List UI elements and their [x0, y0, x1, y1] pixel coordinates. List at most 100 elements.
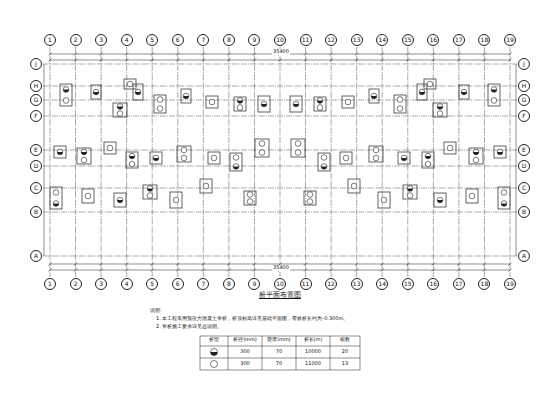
pile-cap — [50, 187, 62, 209]
dimension-tick — [304, 59, 307, 62]
axis-number: 8 — [227, 281, 231, 287]
pile — [461, 89, 467, 95]
dimension-tick — [100, 53, 103, 56]
axis-number: 5 — [150, 37, 154, 43]
pile-cap — [494, 146, 506, 158]
dimension-tick — [355, 263, 358, 266]
pile — [419, 89, 425, 95]
pile — [491, 87, 497, 93]
axis-line — [152, 47, 153, 277]
pile-cap — [378, 192, 390, 208]
pile-cap — [150, 152, 162, 164]
pile-cap — [77, 148, 91, 164]
axis-bubble: 2 — [70, 278, 82, 290]
dimension-tick — [227, 269, 230, 272]
axis-number: 13 — [353, 281, 361, 287]
dimension-tick — [330, 53, 333, 56]
axis-bubble: F — [518, 110, 530, 122]
dimension-tick — [125, 53, 128, 56]
dimension-tick — [125, 269, 128, 272]
dimension-tick — [253, 53, 256, 56]
dimension-tick — [406, 269, 409, 272]
dimension-tick — [227, 59, 230, 62]
axis-bubble: A — [30, 250, 42, 262]
axis-number: 17 — [455, 281, 463, 287]
pile-cap — [91, 85, 101, 99]
pile-cap — [82, 189, 94, 203]
axis-number: 2 — [74, 281, 78, 287]
dimension-tick — [202, 263, 205, 266]
axis-number: A — [34, 253, 38, 259]
dimension-tick — [483, 59, 486, 62]
axis-number: 7 — [201, 37, 205, 43]
pile-symbol-fill — [211, 352, 218, 356]
pile — [295, 141, 301, 147]
dimension-line — [50, 60, 510, 61]
axis-number: 15 — [404, 37, 412, 43]
pile — [261, 101, 267, 107]
axis-number: 2 — [74, 37, 78, 43]
axis-bubble: 12 — [325, 278, 337, 290]
pile-fill — [461, 92, 467, 95]
pile — [129, 153, 135, 159]
axis-bubble: C — [518, 182, 530, 194]
table-cell: 桩径(mm) — [228, 337, 262, 343]
pile — [233, 164, 239, 170]
pile — [233, 155, 239, 161]
axis-number: 3 — [99, 281, 103, 287]
axis-bubble: 3 — [95, 278, 107, 290]
pile-cap — [394, 95, 406, 113]
pile-fill — [371, 96, 377, 99]
pile — [437, 111, 443, 117]
axis-number: F — [34, 113, 37, 119]
axis-bubble: 14 — [376, 34, 388, 46]
axis-number: E — [34, 147, 38, 153]
axis-number: 16 — [430, 281, 438, 287]
dimension-tick — [406, 53, 409, 56]
dimension-tick — [381, 59, 384, 62]
axis-number: D — [522, 163, 527, 169]
pile — [371, 93, 377, 99]
pile-cap — [342, 96, 354, 108]
pile — [425, 153, 431, 159]
pile-fill — [135, 92, 141, 95]
pile-cap — [143, 185, 157, 199]
pile — [183, 93, 189, 99]
pile — [147, 193, 153, 199]
dimension-text: 35400 — [272, 49, 290, 55]
axis-line — [43, 150, 517, 151]
pile — [53, 201, 59, 207]
pile-cap — [433, 103, 447, 117]
axis-line — [484, 47, 485, 277]
pile — [321, 155, 327, 161]
dimension-tick — [381, 53, 384, 56]
pile — [469, 193, 475, 199]
axis-bubble: H — [30, 80, 42, 92]
pile — [437, 197, 443, 203]
axis-bubble: 8 — [223, 34, 235, 46]
table-cell: 70 — [262, 361, 296, 367]
dimension-tick — [509, 269, 512, 272]
axis-bubble: B — [30, 206, 42, 218]
pile-cap — [422, 152, 434, 168]
table-rule — [200, 358, 360, 359]
pile — [497, 149, 503, 155]
pile-cap — [177, 146, 191, 162]
pile-cap — [434, 193, 446, 207]
pile — [447, 145, 453, 151]
table-rule — [360, 336, 361, 370]
pile — [401, 155, 407, 161]
pile-cap — [104, 142, 116, 154]
pile-fill — [491, 90, 497, 93]
dimension-tick — [457, 53, 460, 56]
pile-cap — [290, 96, 302, 112]
axis-number: H — [34, 83, 39, 89]
axis-line — [228, 47, 229, 277]
pile — [473, 157, 479, 163]
pile — [57, 149, 63, 155]
dimension-tick — [509, 263, 512, 266]
pile-cap — [417, 84, 427, 100]
pile — [237, 105, 243, 111]
